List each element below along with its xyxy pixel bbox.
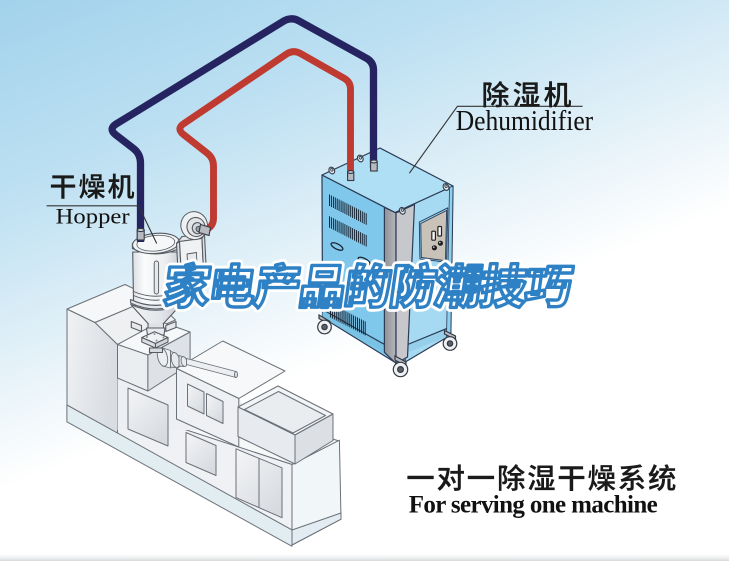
svg-text:Dehumidifier: Dehumidifier <box>456 106 594 137</box>
svg-text:For serving one machine: For serving one machine <box>409 492 658 519</box>
svg-text:Hopper: Hopper <box>56 204 131 229</box>
